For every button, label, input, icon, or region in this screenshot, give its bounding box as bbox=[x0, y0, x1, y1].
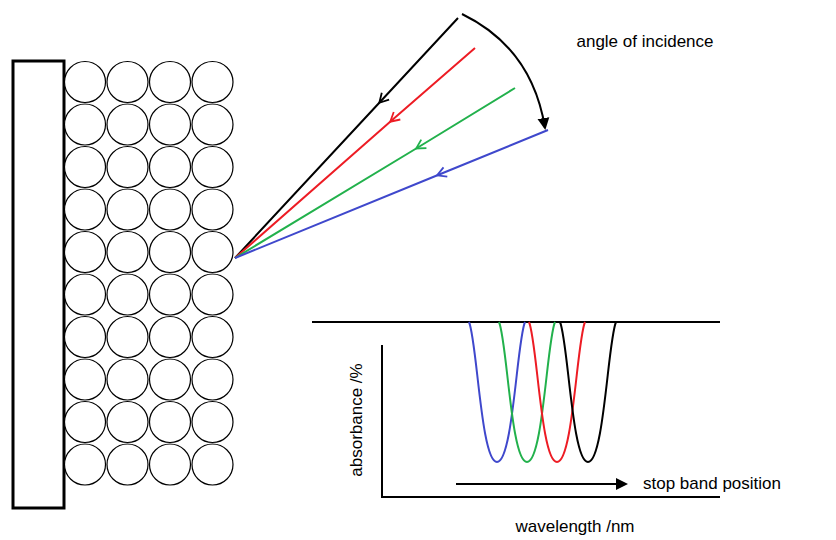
sphere bbox=[65, 359, 106, 400]
sphere bbox=[150, 274, 191, 315]
sphere bbox=[150, 189, 191, 230]
shift-arrow bbox=[456, 483, 626, 485]
sphere bbox=[107, 189, 148, 230]
sphere bbox=[65, 62, 106, 103]
sphere bbox=[192, 402, 233, 443]
angle-arc bbox=[462, 14, 545, 128]
sphere bbox=[65, 232, 106, 273]
baseline bbox=[312, 321, 720, 323]
incident-ray bbox=[235, 18, 458, 258]
sphere bbox=[107, 402, 148, 443]
sphere bbox=[65, 444, 106, 485]
sphere bbox=[192, 359, 233, 400]
sphere bbox=[107, 232, 148, 273]
axis-label: absorbance /% bbox=[348, 363, 367, 476]
angle-label: angle of incidence bbox=[576, 33, 713, 52]
stop-band-dip bbox=[560, 322, 616, 462]
sphere bbox=[192, 317, 233, 358]
sphere bbox=[192, 189, 233, 230]
stop-band-dip bbox=[529, 322, 585, 462]
substrate bbox=[13, 61, 64, 508]
sphere bbox=[150, 62, 191, 103]
incident-ray bbox=[235, 88, 515, 258]
sphere-array bbox=[65, 62, 234, 486]
sphere bbox=[192, 274, 233, 315]
sphere bbox=[107, 359, 148, 400]
y-axis bbox=[381, 345, 383, 497]
sphere bbox=[192, 444, 233, 485]
sphere bbox=[192, 147, 233, 188]
sphere bbox=[65, 104, 106, 145]
sphere bbox=[107, 317, 148, 358]
sphere bbox=[150, 104, 191, 145]
sphere bbox=[65, 402, 106, 443]
sphere bbox=[65, 317, 106, 358]
sphere bbox=[107, 274, 148, 315]
sphere bbox=[107, 444, 148, 485]
sphere bbox=[192, 62, 233, 103]
sphere bbox=[65, 147, 106, 188]
sphere bbox=[65, 274, 106, 315]
x-axis bbox=[381, 496, 720, 498]
sphere bbox=[107, 104, 148, 145]
sphere bbox=[150, 402, 191, 443]
sphere bbox=[192, 104, 233, 145]
incident-ray bbox=[235, 130, 548, 258]
sphere bbox=[150, 232, 191, 273]
sphere bbox=[107, 62, 148, 103]
sphere bbox=[150, 317, 191, 358]
sphere bbox=[150, 359, 191, 400]
arrow-label: stop band position bbox=[643, 475, 781, 494]
sphere bbox=[192, 232, 233, 273]
incident-ray bbox=[235, 48, 475, 258]
sphere bbox=[150, 147, 191, 188]
sphere bbox=[107, 147, 148, 188]
sphere bbox=[150, 444, 191, 485]
axis-label: wavelength /nm bbox=[515, 517, 634, 536]
sphere bbox=[65, 189, 106, 230]
